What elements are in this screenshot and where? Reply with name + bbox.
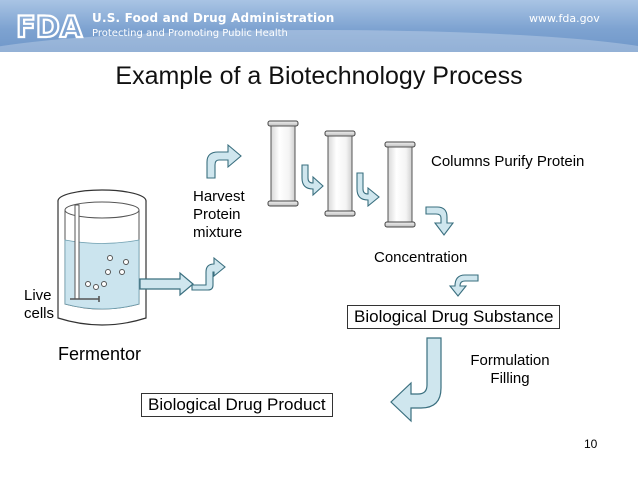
arrow-harvest-up-lower	[191, 256, 226, 291]
header-banner: FDA U.S. Food and Drug Administration Pr…	[0, 0, 638, 52]
cell-bubbles	[85, 255, 129, 290]
slide-title: Example of a Biotechnology Process	[115, 62, 523, 90]
website-link[interactable]: www.fda.gov	[529, 12, 600, 25]
arrow-column-2-3	[356, 172, 380, 208]
fermentor-label: Fermentor	[58, 344, 142, 364]
columns-label: Columns Purify Protein	[431, 153, 585, 170]
drug-product-box: Biological Drug Product	[141, 393, 333, 417]
arrow-column-3-down	[425, 206, 455, 236]
stirrer-shaft	[74, 204, 80, 300]
drug-substance-box: Biological Drug Substance	[347, 305, 561, 329]
page-number: 10	[584, 437, 598, 451]
concentration-label: Concentration	[374, 249, 468, 266]
arrow-column-1-2	[301, 164, 324, 197]
arrow-concentration-down	[448, 274, 479, 297]
fermentor-vessel	[57, 189, 147, 326]
arrow-fermentor-out	[139, 271, 194, 297]
agency-name: U.S. Food and Drug Administration	[92, 11, 335, 25]
column-3	[384, 141, 416, 228]
banner-shine	[0, 30, 638, 52]
formulation-label: Formulation Filling	[470, 352, 550, 387]
stirrer-blade	[70, 296, 100, 302]
arrow-harvest-up-upper	[206, 143, 242, 179]
logo-lettering: FDA	[16, 10, 83, 42]
agency-tagline: Protecting and Promoting Public Health	[92, 28, 288, 39]
column-2	[324, 130, 356, 217]
fermentor-liquid	[64, 239, 140, 310]
harvest-label: Harvest Protein mixture	[193, 188, 245, 241]
arrow-substance-to-product	[390, 337, 442, 423]
column-1	[267, 120, 299, 207]
fda-logo-icon: FDA	[15, 10, 84, 42]
live-cells-label: Live cells	[24, 287, 55, 322]
